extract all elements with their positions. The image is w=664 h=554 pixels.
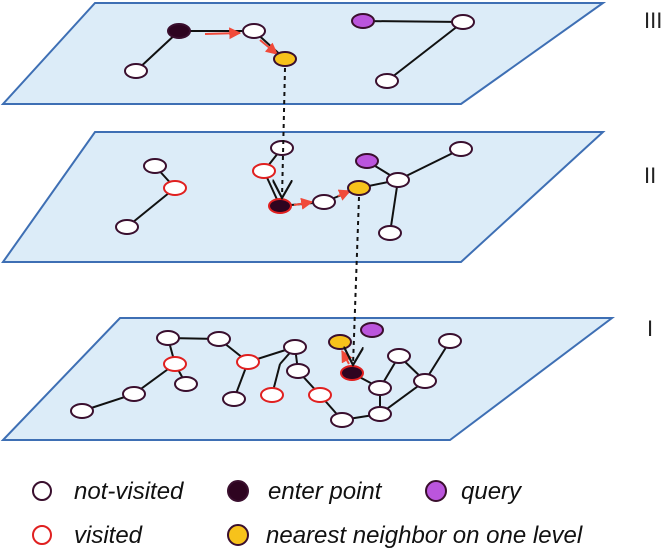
graph-node <box>387 348 411 364</box>
graph-node <box>438 333 462 349</box>
query-node <box>355 153 379 169</box>
graph-node <box>449 141 473 157</box>
graph-node <box>270 140 294 156</box>
graph-node <box>207 331 231 347</box>
enter-point-node <box>268 198 292 214</box>
graph-node <box>413 373 437 389</box>
graph-node <box>242 23 266 39</box>
visited-node <box>163 356 187 372</box>
legend-nearest-neighbor-swatch <box>227 524 249 546</box>
query-node <box>360 322 384 338</box>
graph-node <box>386 172 410 188</box>
legend-query-swatch <box>425 480 447 502</box>
search-arrow <box>204 27 242 40</box>
level-three-plane <box>0 1 607 105</box>
visited-node <box>260 387 284 403</box>
level-two-plane <box>1 131 606 263</box>
edge <box>362 20 464 23</box>
legend-query-label: query <box>461 478 523 505</box>
legend-enter-point-swatch <box>227 480 249 502</box>
graph-node <box>124 63 148 79</box>
search-arrow <box>337 189 352 201</box>
graph-node <box>330 412 354 428</box>
descent-dotted-line <box>282 67 285 198</box>
legend-not-visited-swatch <box>32 481 52 501</box>
nearest-neighbor-node <box>273 51 297 67</box>
nearest-neighbor-node <box>328 334 352 350</box>
legend-visited-swatch <box>32 525 52 545</box>
level-three <box>0 1 607 105</box>
graph-node <box>375 73 399 89</box>
edge <box>389 179 399 234</box>
graph-node <box>115 219 139 235</box>
graph-node <box>156 330 180 346</box>
graph-node <box>70 403 94 419</box>
graph-node <box>368 380 392 396</box>
legend-enter-point-label: enter point <box>268 478 383 505</box>
legend: not-visited enter point query visited ne… <box>32 478 583 549</box>
visited-node <box>163 180 187 196</box>
graph-node <box>122 386 146 402</box>
graph-node <box>378 225 402 241</box>
enter-point-node <box>167 23 191 39</box>
edge <box>386 21 464 82</box>
level-label-one: I <box>647 316 653 341</box>
level-one <box>0 317 615 441</box>
graph-node <box>174 376 198 392</box>
edge <box>397 148 462 181</box>
graph-node <box>283 339 307 355</box>
graph-node <box>143 158 167 174</box>
graph-node <box>451 14 475 30</box>
search-arrow <box>259 39 278 55</box>
edge <box>135 30 180 72</box>
visited-node <box>308 387 332 403</box>
query-node <box>351 13 375 29</box>
graph-node <box>368 406 392 422</box>
visited-node <box>252 163 276 179</box>
enter-point-node <box>340 365 364 381</box>
legend-not-visited-label: not-visited <box>74 478 184 505</box>
nearest-neighbor-node <box>347 180 371 196</box>
legend-nearest-neighbor-label: nearest neighbor on one level <box>266 522 583 549</box>
edge <box>126 187 176 228</box>
legend-visited-label: visited <box>74 522 143 549</box>
level-descent-links <box>282 67 359 365</box>
graph-node <box>286 363 310 379</box>
level-label-three: III <box>644 8 662 33</box>
level-label-two: II <box>644 163 656 188</box>
graph-node <box>312 194 336 210</box>
level-two <box>1 131 606 263</box>
visited-node <box>236 354 260 370</box>
search-arrow <box>293 197 314 210</box>
level-one-plane <box>0 317 615 441</box>
graph-node <box>222 391 246 407</box>
